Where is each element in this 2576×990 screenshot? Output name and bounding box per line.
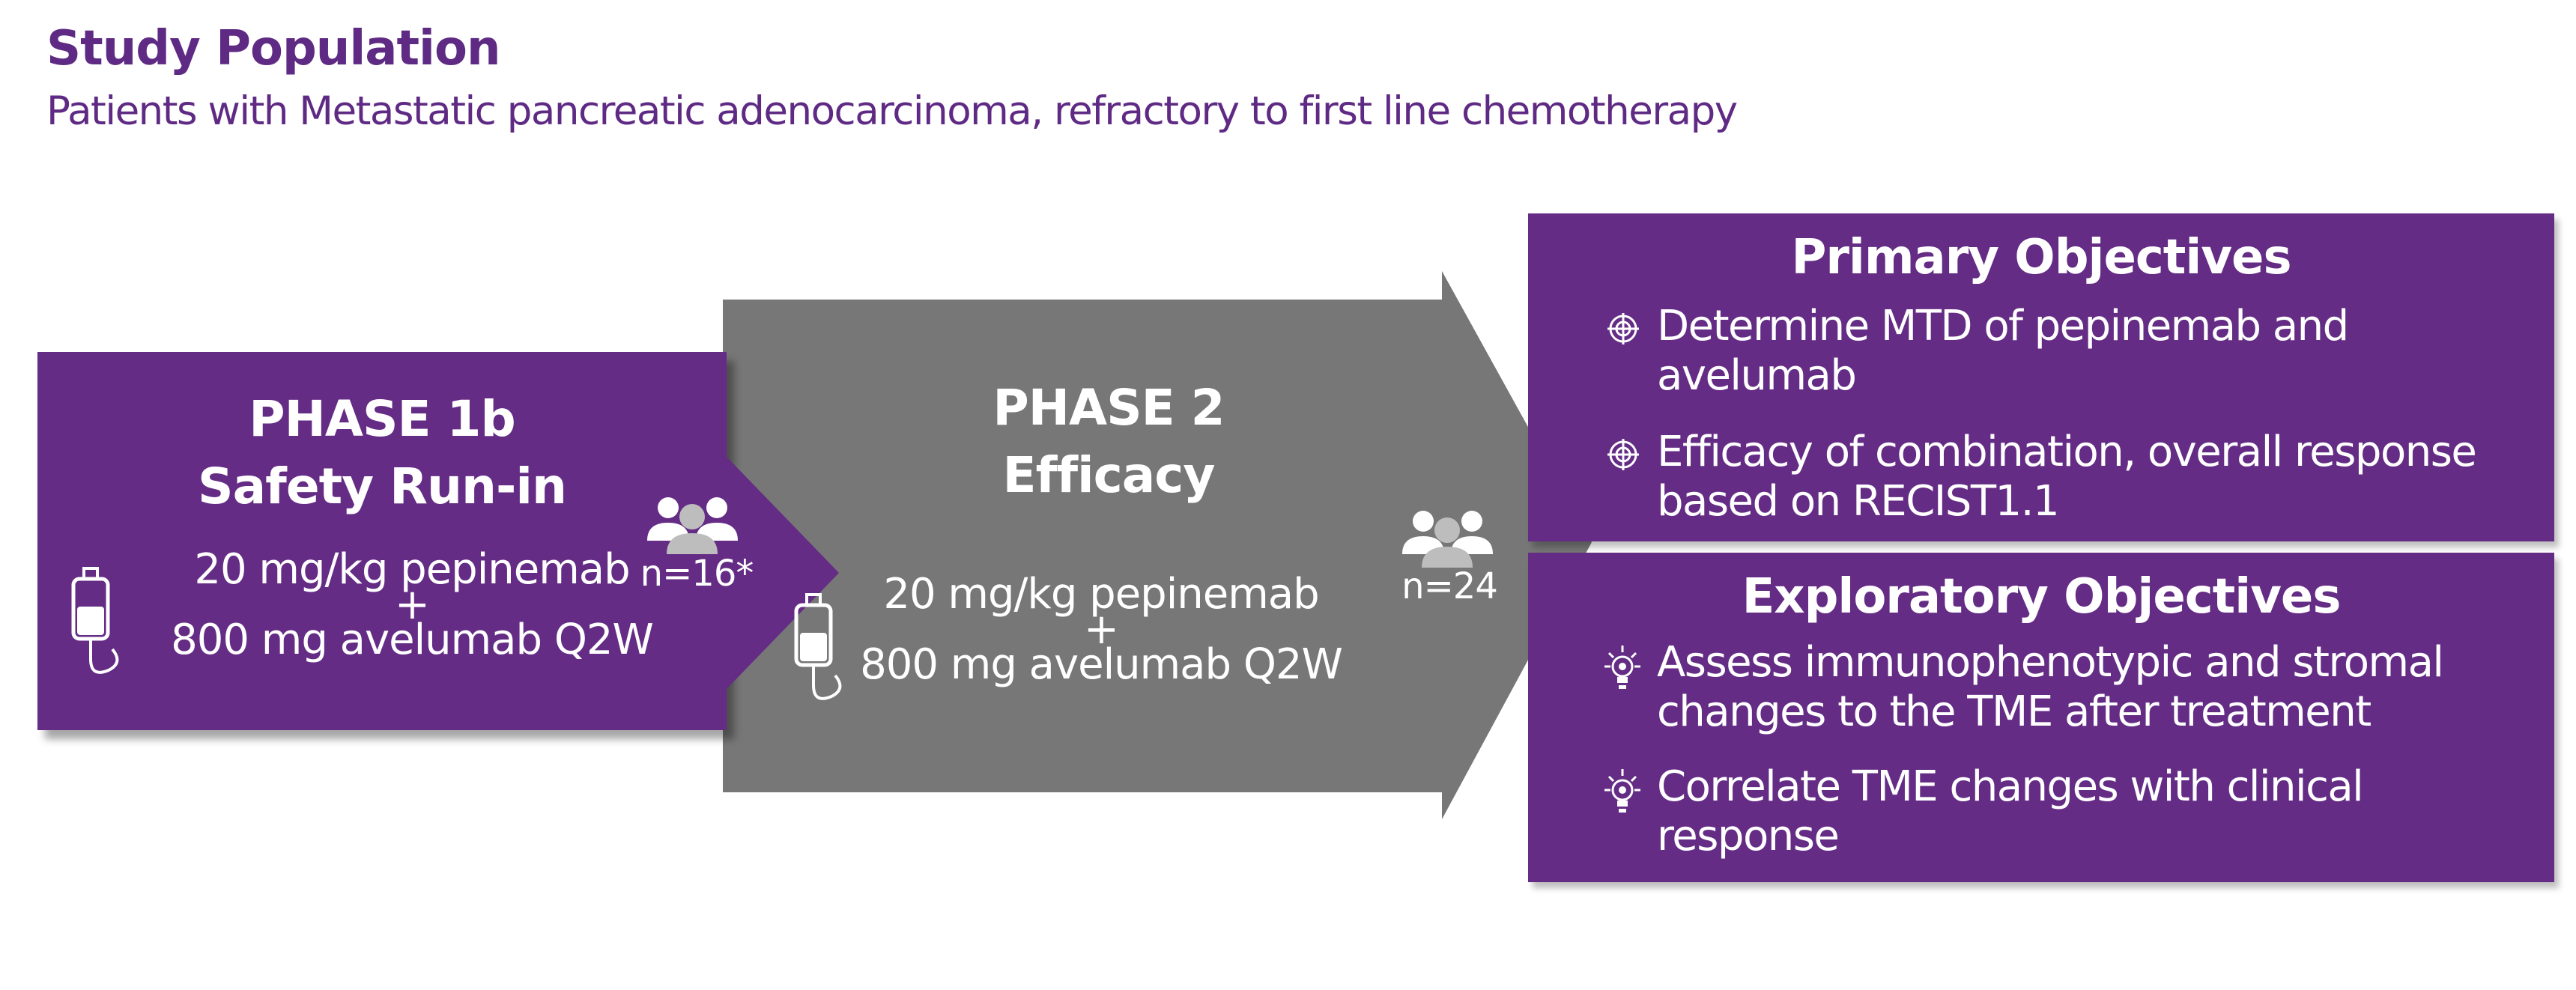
primary-objectives-title: Primary Objectives	[1791, 230, 2291, 285]
phase1-title: PHASE 1b	[249, 390, 515, 448]
iv-bag-icon	[794, 593, 842, 700]
lightbulb-icon	[1604, 769, 1640, 813]
phase2-title: PHASE 2	[992, 379, 1225, 437]
iv-bag-icon	[71, 567, 119, 674]
people-group-icon	[647, 497, 738, 554]
phase1-dose-line2: 800 mg avelumab Q2W	[171, 616, 654, 664]
phase1-count: n=16*	[640, 553, 754, 595]
phase1-subtitle: Safety Run-in	[198, 458, 567, 515]
primary-objective-item: Efficacy of combination, overall respons…	[1657, 428, 2477, 526]
phase2-subtitle: Efficacy	[1002, 446, 1216, 504]
phase2-dose-line1: 20 mg/kg pepinemab	[883, 570, 1319, 619]
exploratory-objectives-title: Exploratory Objectives	[1742, 569, 2342, 625]
phase2-dose-line2: 800 mg avelumab Q2W	[860, 640, 1343, 689]
page-subtitle: Patients with Metastatic pancreatic aden…	[46, 88, 1738, 134]
primary-objectives-box: Primary Objectives Determine MTD of pepi…	[1528, 213, 2554, 541]
primary-objective-item: Determine MTD of pepinemab and avelumab	[1657, 302, 2349, 400]
exploratory-objectives-box: Exploratory Objectives Assess immunophen…	[1528, 553, 2554, 882]
phase1-arrow-point	[727, 457, 839, 689]
target-icon	[1607, 439, 1639, 470]
lightbulb-icon	[1604, 646, 1640, 689]
target-icon	[1607, 313, 1639, 344]
exploratory-objective-item: Assess immunophenotypic and stromal chan…	[1657, 638, 2444, 736]
phase2-arrow	[723, 271, 1592, 819]
phase2-count: n=24	[1401, 565, 1498, 607]
phase2-plus: +	[1084, 605, 1119, 654]
phase1-dose-line1: 20 mg/kg pepinemab	[194, 545, 630, 594]
page-title: Study Population	[46, 21, 500, 76]
phase1-plus: +	[395, 580, 430, 629]
exploratory-objective-item: Correlate TME changes with clinical resp…	[1657, 762, 2364, 860]
phase1-box: PHASE 1b Safety Run-in 20 mg/kg pepinema…	[37, 352, 727, 730]
people-group-icon	[1402, 511, 1493, 568]
